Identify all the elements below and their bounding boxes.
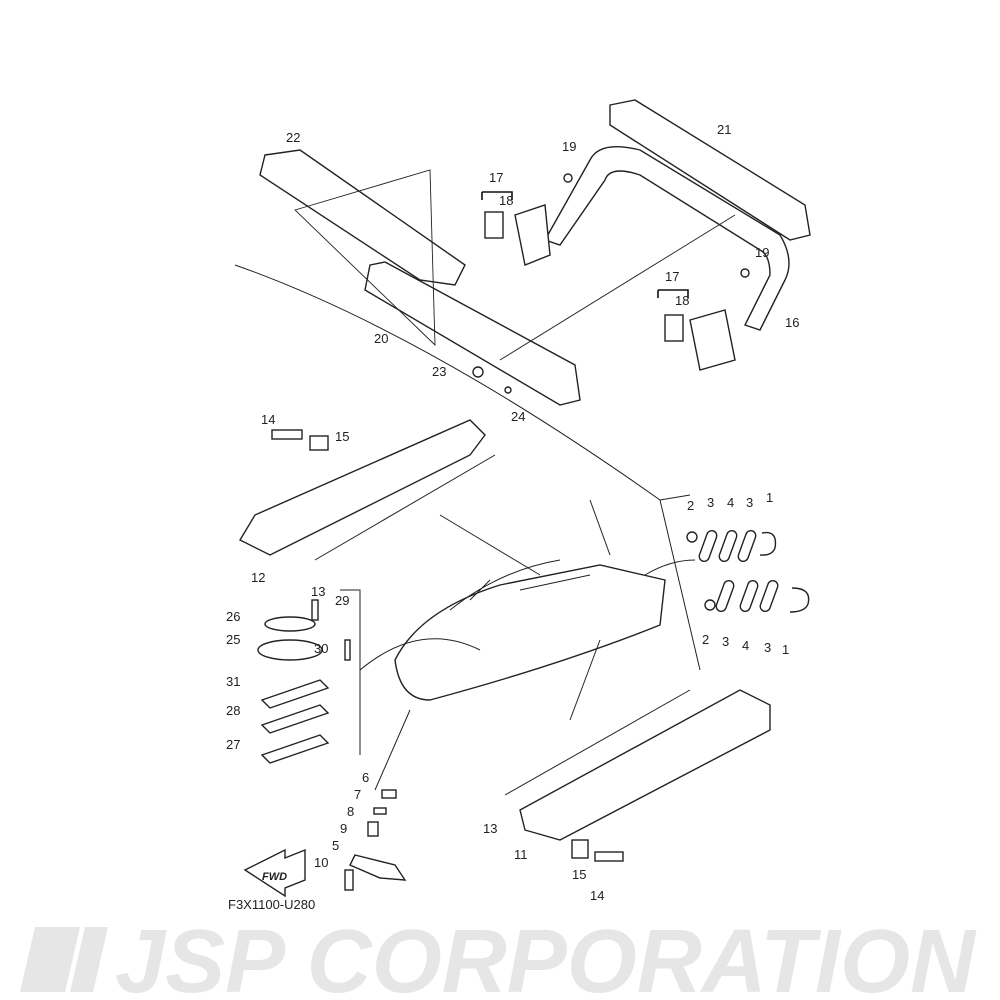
part-14-bolt: [271, 429, 303, 440]
callout-5: 5: [332, 838, 339, 853]
callout-27: 27: [226, 737, 240, 752]
frame-leader: [499, 214, 736, 361]
part-13-rod: [314, 454, 496, 561]
callout-2: 2: [687, 498, 694, 513]
callout-29: 29: [335, 593, 349, 608]
callout-9: 9: [340, 821, 347, 836]
hardware-group-bottom: [704, 579, 810, 613]
callout-31: 31: [226, 674, 240, 689]
part-15-collar-2: [571, 839, 589, 859]
callout-3: 3: [722, 634, 729, 649]
part-18-bracket: [514, 204, 551, 266]
callout-1: 1: [766, 490, 773, 505]
divider-left: [340, 494, 691, 755]
callout-28: 28: [226, 703, 240, 718]
part-12-rail: [239, 419, 486, 556]
callout-4: 4: [742, 638, 749, 653]
callouts: 22 21 19 17 18 19 17 18 16 20 23 24 14 1…: [226, 122, 799, 903]
part-17-plate: [484, 211, 504, 239]
part-30-pin: [344, 639, 351, 661]
part-31-gasket: [260, 679, 330, 709]
callout-20: 20: [374, 331, 388, 346]
part-8-spring: [367, 821, 379, 837]
bolt-23: [472, 366, 484, 378]
callout-2: 2: [702, 632, 709, 647]
part-26-cap: [264, 616, 316, 632]
bolt-19: [563, 173, 573, 183]
callout-19: 19: [755, 245, 769, 260]
part-15-collar: [309, 435, 329, 451]
part-11-rail: [519, 689, 771, 841]
callout-10: 10: [314, 855, 328, 870]
part-13-rod-2: [504, 689, 691, 796]
part-27-plate: [260, 734, 330, 764]
watermark-text: JSP CORPORATION: [115, 912, 977, 1000]
part-25-cleat: [257, 639, 323, 661]
part-7: [373, 807, 387, 815]
fwd-label: FWD: [262, 871, 287, 883]
callout-24: 24: [511, 409, 525, 424]
divider-top: [234, 264, 701, 671]
callout-19: 19: [562, 139, 576, 154]
callout-4: 4: [727, 495, 734, 510]
part-14-bolt-2: [594, 851, 624, 862]
callout-3: 3: [707, 495, 714, 510]
callout-16: 16: [785, 315, 799, 330]
callout-14: 14: [590, 888, 604, 903]
callout-12: 12: [251, 570, 265, 585]
callout-7: 7: [354, 787, 361, 802]
watercraft-details: [449, 559, 591, 611]
part-17-plate-2: [664, 314, 684, 342]
part-22-cover: [259, 149, 466, 286]
watermark-logo-mark-2: [70, 927, 108, 992]
callout-17: 17: [665, 269, 679, 284]
location-leaders: [359, 499, 696, 671]
callout-15: 15: [572, 867, 586, 882]
part-10-screw: [344, 869, 354, 891]
callout-3: 3: [746, 495, 753, 510]
callout-14: 14: [261, 412, 275, 427]
part-5-lever: [349, 854, 407, 881]
guide-lines: [294, 169, 436, 347]
callout-11: 11: [514, 847, 528, 862]
callout-18: 18: [675, 293, 689, 308]
bolt-19-2: [740, 268, 750, 278]
callout-22: 22: [286, 130, 300, 145]
callout-6: 6: [362, 770, 369, 785]
part-28-plate: [260, 704, 330, 734]
callout-25: 25: [226, 632, 240, 647]
fwd-arrow: FWD: [243, 848, 306, 898]
callout-30: 30: [314, 641, 328, 656]
part-29-screw: [311, 599, 319, 621]
part-6: [381, 789, 397, 799]
callout-23: 23: [432, 364, 446, 379]
callout-21: 21: [717, 122, 731, 137]
location-leaders-2: [374, 639, 601, 791]
part-20-bar: [364, 261, 581, 406]
part-18-bracket-2: [689, 309, 736, 371]
watermark: JSP CORPORATION: [20, 912, 977, 1000]
hardware-group-top: [686, 529, 777, 563]
bolt-24: [504, 386, 512, 394]
group-bracket-17a: [481, 191, 513, 200]
callout-26: 26: [226, 609, 240, 624]
callout-1: 1: [782, 642, 789, 657]
callout-3: 3: [764, 640, 771, 655]
watercraft-hull: [394, 564, 666, 701]
diagram-code: F3X1100-U280: [228, 897, 315, 912]
callout-13: 13: [483, 821, 497, 836]
callout-18: 18: [499, 193, 513, 208]
callout-13: 13: [311, 584, 325, 599]
watermark-logo-mark: [20, 927, 80, 992]
callout-17: 17: [489, 170, 503, 185]
callout-8: 8: [347, 804, 354, 819]
callout-15: 15: [335, 429, 349, 444]
part-21-grip: [609, 99, 811, 241]
group-bracket-17b: [657, 289, 689, 298]
part-16-frame: [543, 146, 790, 331]
